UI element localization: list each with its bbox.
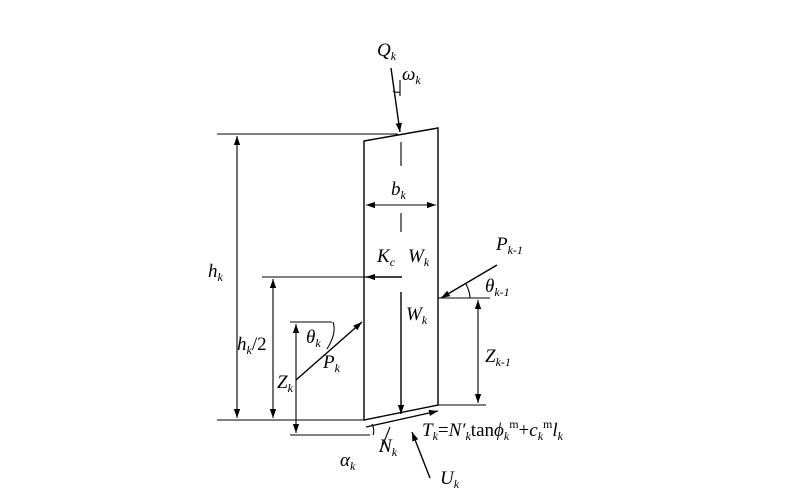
nk-line xyxy=(379,426,391,453)
theta-k1-arc xyxy=(465,283,471,299)
wk-top-label: Wk xyxy=(408,246,430,269)
hk-label: hk xyxy=(208,261,224,284)
omega-k-arc xyxy=(392,90,401,93)
uk-label: Uk xyxy=(440,468,460,491)
hk-half-label: hk/2 xyxy=(237,334,267,357)
nk-label: Nk xyxy=(378,436,398,459)
theta-k-label: θk xyxy=(306,327,321,350)
alpha-k-label: αk xyxy=(340,450,356,473)
wk-mid-label: Wk xyxy=(406,304,428,327)
alpha-k-arc xyxy=(371,423,375,436)
tk-equation-label: Tk=N′ktanϕkm+ckmlk xyxy=(422,417,564,443)
theta-k1-label: θk-1 xyxy=(485,276,510,299)
uk-uplift-arrow xyxy=(411,431,431,479)
zk-label: Zk xyxy=(277,372,294,395)
bk-label: bk xyxy=(391,179,407,202)
theta-k-arc xyxy=(326,321,335,350)
pk-label: Pk xyxy=(322,352,341,375)
pk1-force-arrow xyxy=(440,264,498,299)
qk-load-arrow xyxy=(390,67,402,133)
omega-k-label: ωk xyxy=(402,64,421,87)
qk-label: Qk xyxy=(377,40,397,63)
pk-force-arrow xyxy=(295,321,363,381)
pk1-label: Pk-1 xyxy=(495,234,523,257)
tk-shear-arrow xyxy=(365,409,439,428)
kc-label: Kc xyxy=(376,246,396,269)
zk1-label: Zk-1 xyxy=(485,346,511,369)
